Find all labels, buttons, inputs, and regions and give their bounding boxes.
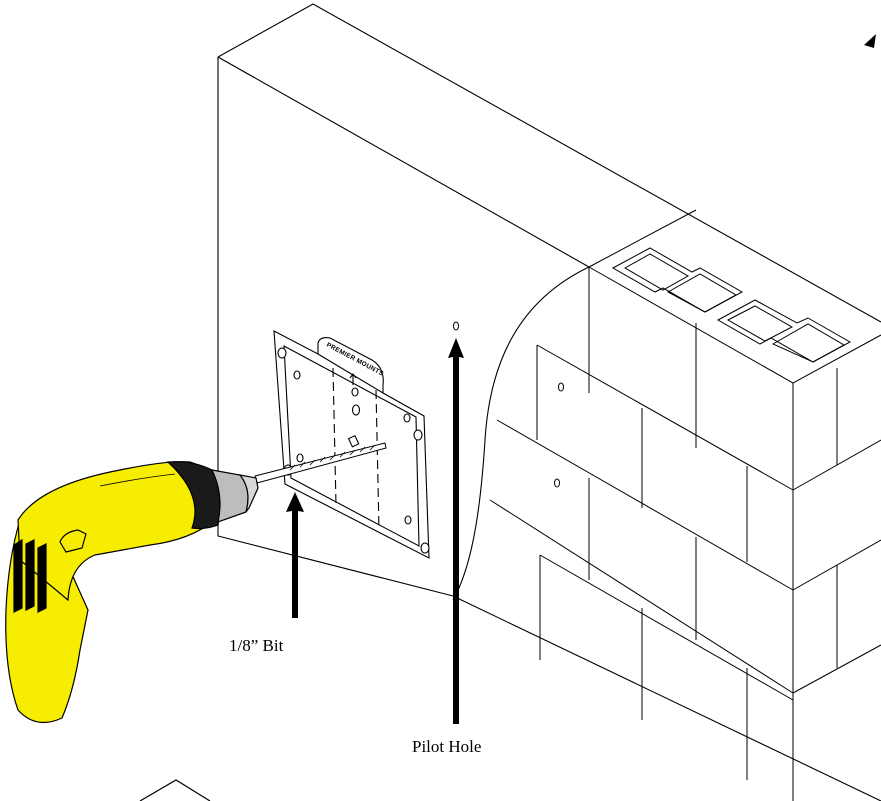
power-drill-icon: [5, 461, 259, 724]
wall-plate: [273, 330, 430, 559]
cutaway-edge: [452, 266, 590, 601]
corner-arrow-fragment: [864, 34, 876, 48]
pilot-hole: [453, 321, 459, 331]
wall-front-top: [217, 56, 590, 268]
arrow-up-icon: [286, 492, 304, 618]
brick-section: [489, 209, 881, 801]
pilot-hole-arrow: [448, 338, 464, 724]
arrow-up-icon: [448, 338, 464, 724]
plate-inner: [283, 345, 420, 547]
block-cavity-left: [611, 247, 744, 313]
drill-vents: [13, 538, 47, 613]
bit-label: 1/8” Bit: [229, 636, 284, 655]
pilot-hole-label: Pilot Hole: [412, 737, 481, 756]
drill-trigger: [59, 529, 87, 553]
drill-motor-cap: [166, 461, 221, 530]
wall-bottom-edge: [452, 595, 881, 801]
page-corner-fragments: [139, 779, 211, 801]
bit-arrow: [286, 492, 304, 618]
block-cavity-right: [716, 299, 852, 363]
plate-slots: [332, 367, 380, 531]
drill-chuck-tip: [238, 474, 259, 513]
wall-top-edge: [217, 3, 881, 323]
